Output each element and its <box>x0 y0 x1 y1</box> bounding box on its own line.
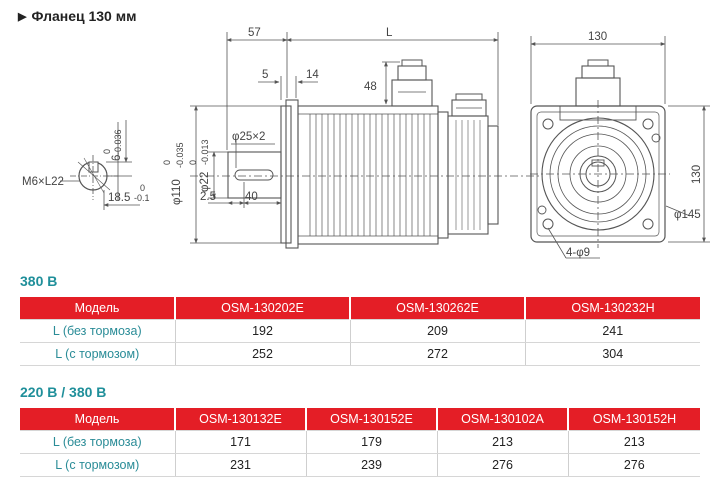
row-label: L (с тормозом) <box>20 453 176 477</box>
spec-table-220-380: Модель OSM-130132E OSM-130152E OSM-13010… <box>20 408 700 477</box>
table-cell: 276 <box>568 453 700 477</box>
dim-145: φ145 <box>674 209 701 221</box>
table-cell: 272 <box>350 342 526 366</box>
dim-130-side: 130 <box>691 165 703 184</box>
table-row: L (с тормозом) 252 272 304 <box>20 342 700 366</box>
table-cell: 213 <box>437 430 569 454</box>
section-title-220-380: 220 В / 380 В <box>20 384 107 400</box>
column-header-model: Модель <box>20 297 176 320</box>
triangle-right-icon: ▶ <box>18 11 27 23</box>
shaft-end-view <box>60 120 140 210</box>
table-cell: 239 <box>306 453 438 477</box>
dim-key: φ25×2 <box>232 131 265 143</box>
column-header: OSM-130232H <box>525 297 700 320</box>
column-header: OSM-130102A <box>437 408 569 431</box>
dim-130-top: 130 <box>588 31 607 43</box>
column-header: OSM-130262E <box>350 297 526 320</box>
table-row: L (без тормоза) 171 179 213 213 <box>20 430 700 454</box>
dim-2-5: 2.5 <box>200 191 216 203</box>
table-cell: 231 <box>175 453 307 477</box>
dim-shaft-tol: -0.013 <box>200 139 210 165</box>
column-header: OSM-130152E <box>306 408 438 431</box>
dim-keyway-height: 6 <box>111 155 123 161</box>
spec-table-380: Модель OSM-130202E OSM-130262E OSM-13023… <box>20 297 700 366</box>
table-cell: 252 <box>175 342 351 366</box>
dim-flange-zero: 0 <box>162 160 172 165</box>
dim-shaft: φ22 <box>199 172 211 192</box>
dim-14: 14 <box>306 69 319 81</box>
row-label: L (с тормозом) <box>20 342 176 366</box>
table-cell: 241 <box>525 319 700 343</box>
table-row: L (без тормоза) 192 209 241 <box>20 319 700 343</box>
dim-48: 48 <box>364 81 377 93</box>
dim-key-offset-tol: -0.1 <box>134 193 150 203</box>
table-cell: 171 <box>175 430 307 454</box>
row-label: L (без тормоза) <box>20 319 176 343</box>
table-cell: 304 <box>525 342 700 366</box>
dim-keyway-tol: -0.036 <box>113 129 123 155</box>
table-header-row: Модель OSM-130202E OSM-130262E OSM-13023… <box>20 297 700 320</box>
page-heading: ▶ Фланец 130 мм <box>18 8 136 24</box>
dim-keyway-zero: 0 <box>102 149 112 154</box>
dim-key-offset: 18.5 <box>108 192 130 204</box>
column-header: OSM-130202E <box>175 297 351 320</box>
table-cell: 276 <box>437 453 569 477</box>
dim-flange: φ110 <box>171 179 183 205</box>
dim-5: 5 <box>262 69 268 81</box>
technical-drawing: M6×L22 0 6 -0.036 0 18.5 -0.1 57 L 5 14 … <box>22 27 710 259</box>
row-label: L (без тормоза) <box>20 430 176 454</box>
dim-flange-tol: -0.035 <box>175 142 185 168</box>
dim-40: 40 <box>245 191 258 203</box>
table-cell: 179 <box>306 430 438 454</box>
dim-L: L <box>386 27 393 39</box>
table-cell: 213 <box>568 430 700 454</box>
table-cell: 209 <box>350 319 526 343</box>
motor-front-view <box>530 36 710 259</box>
table-header-row: Модель OSM-130132E OSM-130152E OSM-13010… <box>20 408 700 431</box>
dim-shaft-zero: 0 <box>188 160 198 165</box>
motor-side-view <box>190 32 540 249</box>
dim-holes: 4-φ9 <box>566 247 590 259</box>
column-header: OSM-130152H <box>568 408 700 431</box>
table-row: L (с тормозом) 231 239 276 276 <box>20 453 700 477</box>
heading-title: Фланец 130 мм <box>31 8 137 24</box>
column-header: OSM-130132E <box>175 408 307 431</box>
dim-key-offset-zero: 0 <box>140 183 145 193</box>
section-title-380: 380 В <box>20 273 58 289</box>
table-cell: 192 <box>175 319 351 343</box>
dim-57: 57 <box>248 27 261 39</box>
dim-thread: M6×L22 <box>22 176 64 188</box>
column-header-model: Модель <box>20 408 176 431</box>
